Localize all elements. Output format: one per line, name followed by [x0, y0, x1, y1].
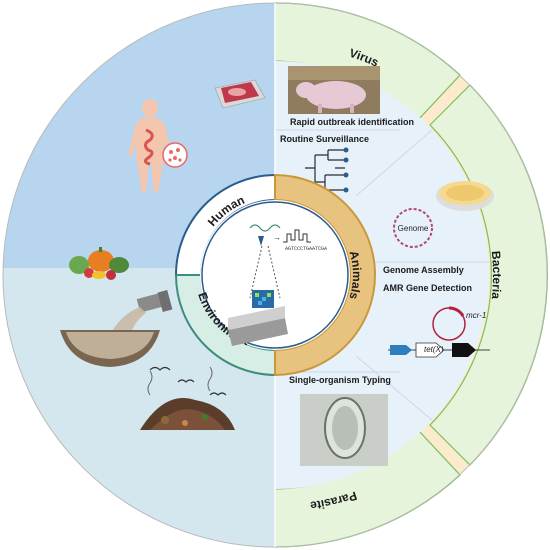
separator-bacteria-bottom	[355, 355, 433, 421]
parasite-egg-photo	[300, 394, 388, 466]
dna-strand-icon	[249, 224, 281, 246]
genome-label: Genome	[398, 224, 429, 233]
phylogenetic-tree-icon	[305, 147, 349, 193]
svg-text:→: →	[273, 233, 281, 242]
chromatogram-icon: → AGTCCCTGAATCGA	[273, 229, 327, 252]
separator-bacteria-top	[355, 129, 433, 197]
plasmid-icon: mcr-1	[432, 306, 486, 341]
rapid-outbreak-label: Rapid outbreak identification	[290, 117, 414, 127]
vegetables-icon	[69, 247, 129, 280]
pig-photo	[288, 66, 380, 114]
routine-surveillance-label: Routine Surveillance	[280, 134, 369, 144]
mcr1-label: mcr-1	[466, 311, 486, 320]
petri-dish-icon	[436, 181, 494, 211]
birds-icon	[149, 366, 227, 396]
tetx-label: tet(X)	[424, 345, 444, 354]
human-body-icon	[128, 99, 188, 192]
single-typing-label: Single-organism Typing	[289, 375, 391, 385]
center-rings	[174, 173, 376, 377]
bacteria-label: Bacteria	[489, 250, 504, 300]
gene-arrows-icon: tet(X)	[388, 342, 490, 358]
sequencer-icon	[228, 290, 288, 346]
right-panels-area	[275, 61, 489, 489]
animals-label: Animals	[346, 249, 363, 301]
amr-detection-label: AMR Gene Detection	[383, 283, 472, 293]
dash-line-right	[267, 245, 281, 299]
dash-line-left	[249, 245, 263, 299]
sequence-text: AGTCCCTGAATCGA	[285, 246, 327, 252]
genome-circle-icon: Genome	[393, 208, 433, 248]
genome-assembly-label: Genome Assembly	[383, 265, 464, 275]
wastewater-pipe-icon	[60, 290, 173, 367]
meat-tray-icon	[214, 79, 266, 109]
soil-pile-icon	[140, 366, 235, 430]
